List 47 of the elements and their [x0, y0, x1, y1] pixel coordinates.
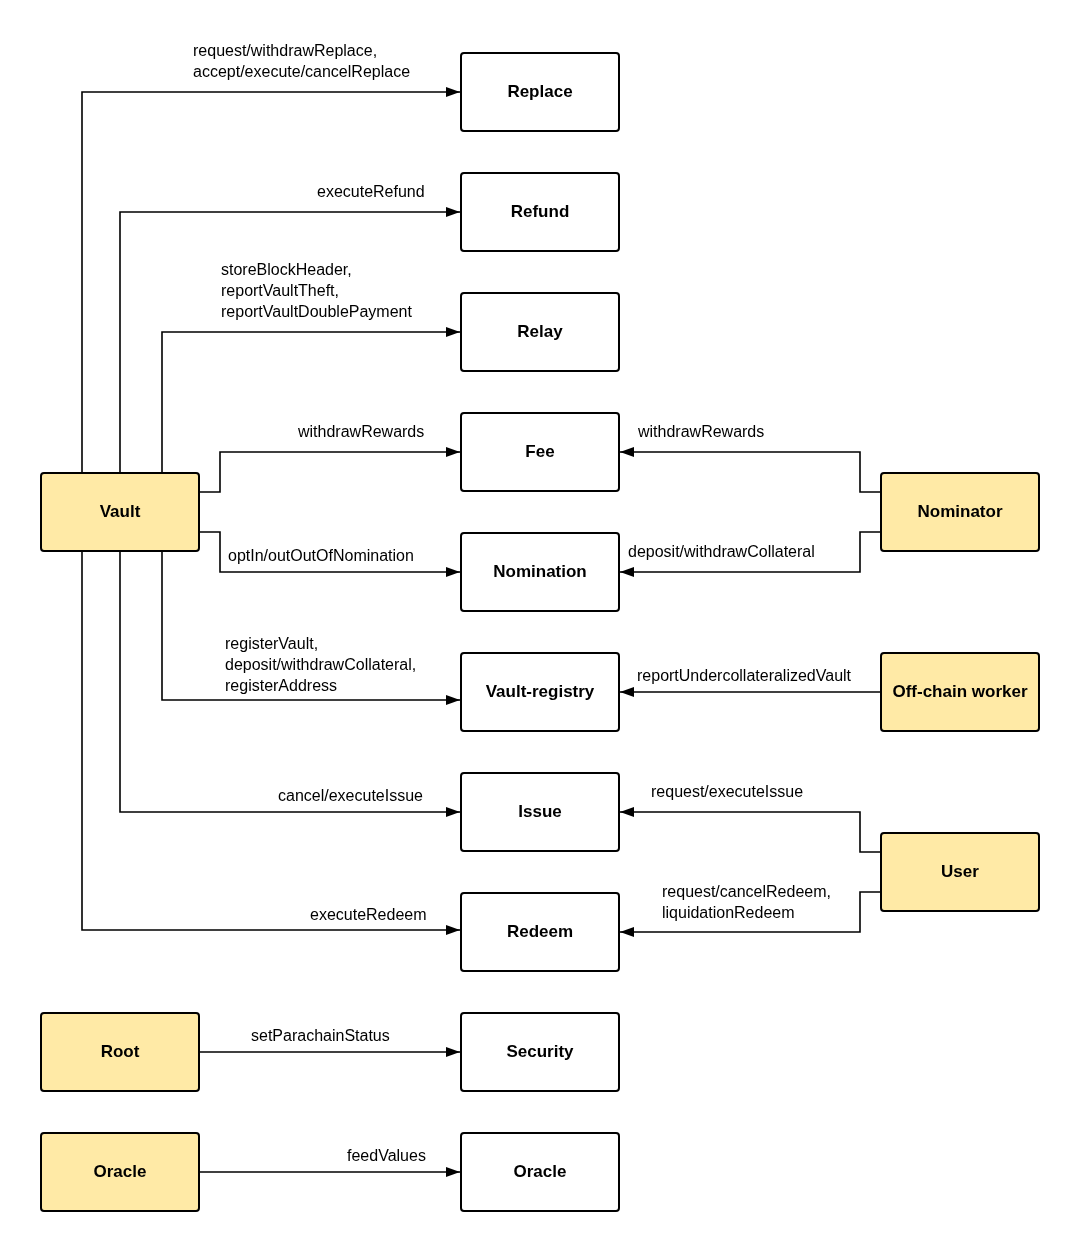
node-label: Oracle	[513, 1162, 567, 1182]
arrow	[161, 551, 461, 705]
arrow	[619, 447, 881, 493]
arrow	[81, 87, 461, 473]
arrow	[619, 687, 881, 697]
module-box	[460, 532, 620, 612]
actor-box	[40, 472, 200, 552]
node-label: Fee	[525, 442, 555, 462]
node-label: Relay	[517, 322, 563, 342]
module-box	[460, 412, 620, 492]
module-box	[460, 772, 620, 852]
arrow	[119, 551, 461, 817]
arrow	[119, 207, 461, 473]
node-label: Vault-registry	[485, 682, 595, 702]
actor-box	[880, 832, 1040, 912]
arrow	[619, 891, 881, 937]
node-label: Root	[100, 1042, 140, 1062]
node-label: Refund	[510, 202, 570, 222]
node-label: Nominator	[917, 502, 1003, 522]
node-label: Vault	[99, 502, 141, 522]
node-label: Replace	[507, 82, 573, 102]
arrow	[619, 531, 881, 577]
module-box	[460, 1012, 620, 1092]
node-label: Off-chain worker	[892, 682, 1028, 702]
node-label: Oracle	[93, 1162, 147, 1182]
module-box	[460, 1132, 620, 1212]
node-label: Issue	[518, 802, 562, 822]
module-box	[460, 652, 620, 732]
actor-box	[40, 1132, 200, 1212]
arrow	[161, 327, 461, 473]
arrow	[199, 531, 461, 577]
node-label: Redeem	[506, 922, 574, 942]
module-box	[460, 892, 620, 972]
node-label: Security	[506, 1042, 574, 1062]
node-label: User	[941, 862, 979, 882]
arrow	[199, 1047, 461, 1057]
node-label: Nomination	[493, 562, 587, 582]
arrow	[619, 807, 881, 853]
module-box	[460, 172, 620, 252]
module-box	[460, 292, 620, 372]
actor-box	[880, 652, 1040, 732]
actor-box	[880, 472, 1040, 552]
actor-box	[40, 1012, 200, 1092]
module-box	[460, 52, 620, 132]
arrow	[199, 447, 461, 493]
arrow	[81, 551, 461, 935]
arrow	[199, 1167, 461, 1177]
